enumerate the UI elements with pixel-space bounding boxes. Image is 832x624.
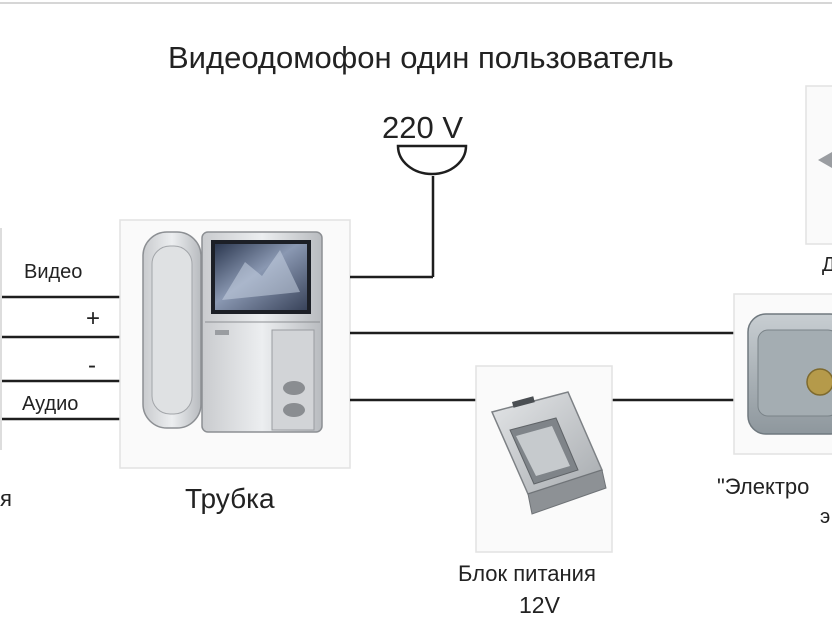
handset-receiver-image xyxy=(142,231,202,429)
lock-label: "Электро xyxy=(717,474,810,499)
mains-socket-icon xyxy=(396,144,468,176)
wire-plus-label: + xyxy=(86,305,101,332)
handset-base-image xyxy=(201,231,323,433)
wire-audio-label: Аудио xyxy=(22,393,79,415)
lock-cylinder-icon xyxy=(806,368,832,396)
top-right-component-image xyxy=(818,152,832,168)
wire-video-label: Видео xyxy=(24,261,83,283)
psu-voltage-label: 12V xyxy=(519,592,560,618)
top-right-cut-label: Д xyxy=(822,254,832,276)
handset-label: Трубка xyxy=(185,483,275,514)
mains-voltage-label: 220 V xyxy=(382,110,464,145)
lock-cut-label: э xyxy=(820,506,831,528)
lock-image xyxy=(747,313,832,435)
handset-button-2 xyxy=(283,403,305,417)
diagram-title: Видеодомофон один пользователь xyxy=(168,40,674,75)
handset-button-1 xyxy=(283,381,305,395)
left-cut-label: я xyxy=(0,486,12,511)
left-wire-bundle xyxy=(0,295,120,421)
psu-label: Блок питания xyxy=(458,561,596,586)
mains-connection xyxy=(350,144,468,279)
wire-minus-label: - xyxy=(88,352,96,379)
psu-image xyxy=(490,391,607,515)
